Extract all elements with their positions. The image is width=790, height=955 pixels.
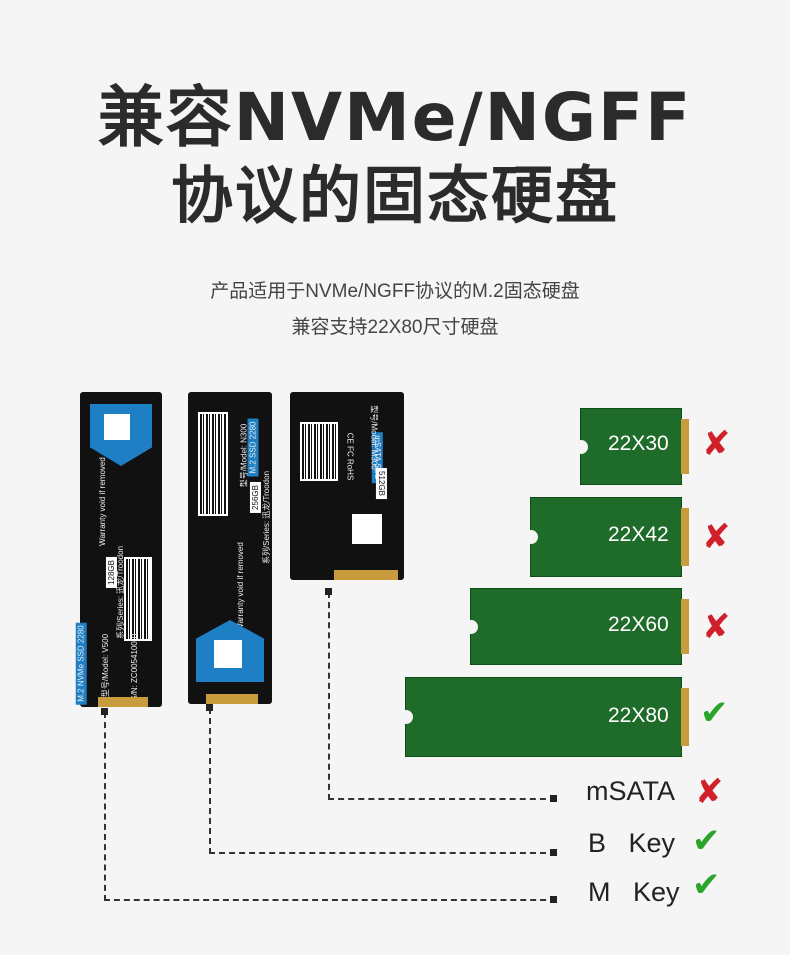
msata-ssd-image: mSATA SSD 型号/Model: M300 512GB CE FC RoH… — [290, 392, 404, 580]
msata-ssd-label-2: 型号/Model: M300 — [369, 405, 379, 470]
barcode-icon — [300, 422, 338, 481]
barcode-icon — [124, 557, 152, 641]
mkey-connector-line — [104, 712, 556, 901]
qr-code-icon — [214, 640, 242, 668]
bkey-line-end — [206, 704, 213, 711]
size-card-22x60 — [464, 588, 689, 665]
size-label-22x60: 22X60 — [608, 613, 669, 636]
mkey-line-end — [550, 896, 557, 903]
msata-ssd-connector — [334, 570, 398, 580]
unsupported-cross-icon: ✘ — [702, 424, 731, 464]
nvme-ssd-label-1: M.2 NVMe SSD 2280 — [75, 622, 87, 705]
interface-label-msata: mSATA — [586, 776, 676, 806]
size-label-22x30: 22X30 — [608, 432, 669, 455]
bkey-ssd-label-2: 型号/Model: N300 — [239, 423, 249, 488]
headline-line-2: 协议的固态硬盘 — [170, 159, 619, 232]
msata-connector-line — [328, 592, 556, 800]
msata-ssd-capacity: 512GB — [375, 468, 387, 499]
subtitle-line-2: 兼容支持22X80尺寸硬盘 — [291, 317, 499, 338]
headline-line-1: 兼容NVMe/NGFF — [97, 79, 693, 156]
bkey-ssd-connector — [206, 694, 258, 704]
interface-label-m-key: M Key — [588, 877, 680, 907]
supported-check-icon: ✔ — [692, 821, 721, 861]
size-card-22x42 — [524, 497, 689, 577]
interface-label-b-key: B Key — [588, 828, 676, 858]
bkey-connector-line — [209, 708, 556, 854]
msata-line-end — [550, 795, 557, 802]
bkey-ssd-label-4: Warranty void if removed — [235, 542, 245, 631]
size-label-22x42: 22X42 — [608, 523, 669, 546]
nvme-ssd-label-2: 型号/Model: V500 — [101, 633, 111, 698]
qr-code-icon — [104, 414, 130, 440]
nvme-ssd-image: M.2 NVMe SSD 2280 型号/Model: V500 系列/Seri… — [75, 392, 162, 707]
subtitle-line-1: 产品适用于NVMe/NGFF协议的M.2固态硬盘 — [210, 281, 580, 302]
nvme-ssd-connector — [98, 697, 148, 707]
nvme-ssd-label-4: Warranty void if removed — [97, 457, 107, 546]
nvme-ssd-capacity: 128GB — [105, 557, 117, 588]
size-card-22x30 — [574, 408, 689, 485]
unsupported-cross-icon: ✘ — [702, 517, 731, 557]
msata-ssd-label-3: CE FC RoHS — [345, 432, 355, 481]
barcode-icon — [198, 412, 228, 516]
bkey-ssd-capacity: 256GB — [249, 482, 261, 513]
unsupported-cross-icon: ✘ — [702, 607, 731, 647]
size-card-22x80 — [399, 677, 689, 757]
unsupported-cross-icon: ✘ — [695, 772, 724, 812]
bkey-ssd-label-3: 系列/Series: 迅龙/Troodon — [262, 470, 272, 565]
msata-line-end — [325, 588, 332, 595]
size-label-22x80: 22X80 — [608, 704, 669, 727]
bkey-line-end — [550, 849, 557, 856]
qr-code-icon — [352, 514, 382, 544]
supported-check-icon: ✔ — [692, 865, 721, 905]
bkey-ssd-image: M.2 SSD 2280 型号/Model: N300 系列/Series: 迅… — [188, 392, 272, 704]
supported-check-icon: ✔ — [700, 693, 729, 733]
nvme-ssd-label-5: S/N: ZC005410001 — [129, 632, 139, 701]
mkey-line-end — [101, 708, 108, 715]
